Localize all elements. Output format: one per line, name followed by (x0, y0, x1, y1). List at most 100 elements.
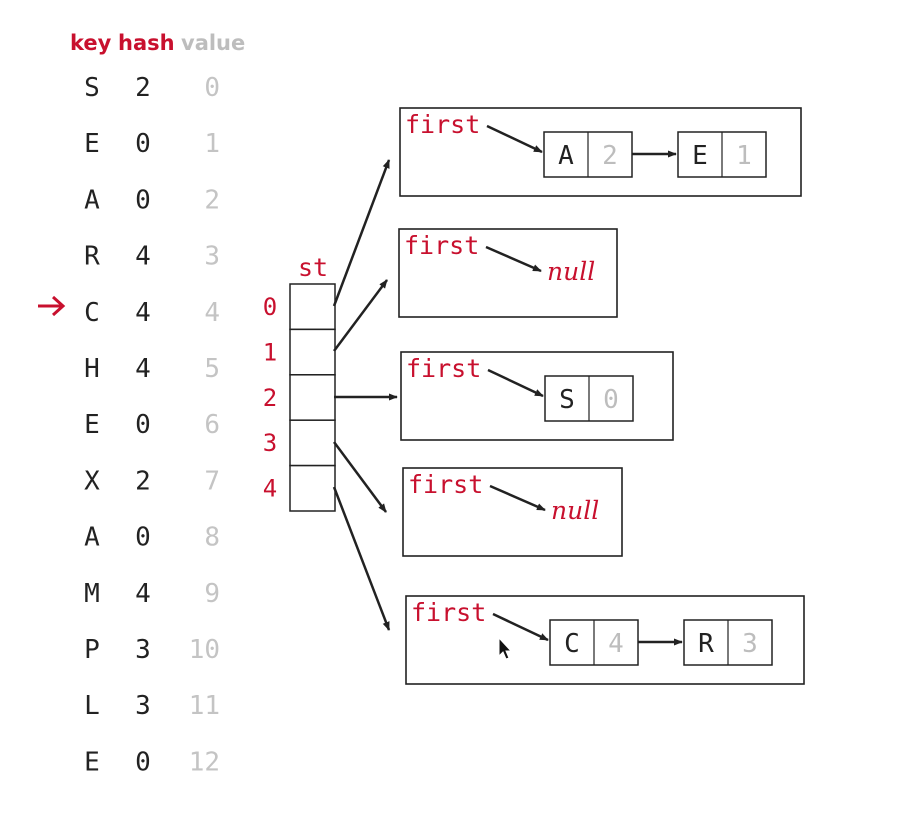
header-value: value (181, 31, 245, 55)
row-value: 5 (204, 354, 220, 384)
table-slot (289, 283, 336, 331)
input-row: H 4 5 (84, 354, 220, 384)
first-label: first (405, 110, 480, 139)
slot-index: 2 (263, 384, 277, 412)
node-key: C (564, 629, 580, 659)
row-key: C (84, 298, 100, 328)
input-row: X 2 7 (84, 466, 220, 496)
first-pointer (492, 612, 549, 642)
row-hash: 0 (135, 523, 151, 553)
chain-box (398, 228, 618, 318)
chain-box (400, 351, 674, 441)
node-value: 0 (603, 385, 619, 415)
input-row: E 0 1 (84, 129, 220, 159)
first-pointer (485, 245, 542, 273)
first-pointer (487, 368, 544, 398)
header-hash: hash (118, 31, 175, 55)
node-key: A (558, 141, 574, 171)
row-value: 12 (189, 747, 220, 777)
row-key: A (84, 523, 100, 553)
first-label: first (411, 598, 486, 627)
row-key: H (84, 354, 100, 384)
input-row: E 0 6 (84, 410, 220, 440)
row-hash: 0 (135, 747, 151, 777)
row-key: P (84, 635, 100, 665)
table-slot (289, 374, 336, 421)
input-row: A 0 8 (84, 523, 220, 553)
input-row: A 0 2 (84, 185, 220, 215)
row-hash: 0 (135, 185, 151, 215)
first-label: first (406, 354, 481, 383)
row-key: E (84, 410, 100, 440)
chain-1: first null (398, 228, 618, 318)
first-label: first (408, 470, 483, 499)
slot-pointers (332, 159, 398, 631)
row-key: R (84, 242, 100, 272)
row-key: M (84, 579, 100, 609)
row-hash: 4 (135, 354, 151, 384)
null-label: null (547, 257, 595, 286)
row-key: E (84, 747, 100, 777)
row-hash: 3 (135, 635, 151, 665)
node-value: 1 (736, 141, 752, 171)
first-label: first (404, 231, 479, 260)
row-value: 1 (204, 129, 220, 159)
input-row: E 0 12 (84, 747, 220, 777)
slot-index: 0 (263, 293, 277, 321)
chain-box (405, 595, 805, 685)
row-value: 8 (204, 523, 220, 553)
row-value: 9 (204, 579, 220, 609)
row-hash: 4 (135, 579, 151, 609)
input-row: C 4 4 (84, 298, 220, 328)
mouse-cursor-icon (498, 636, 513, 660)
row-value: 0 (204, 73, 220, 103)
row-hash: 0 (135, 129, 151, 159)
row-hash: 0 (135, 410, 151, 440)
row-key: A (84, 185, 100, 215)
slot-index: 4 (263, 475, 277, 503)
header-key: key (70, 31, 112, 55)
row-hash: 2 (135, 466, 151, 496)
slot-index: 1 (263, 338, 277, 366)
row-key: E (84, 129, 100, 159)
row-hash: 4 (135, 298, 151, 328)
row-key: X (84, 466, 100, 496)
hash-table-array: 0 1 2 3 4 (263, 283, 336, 512)
row-hash: 4 (135, 242, 151, 272)
node-key: R (698, 629, 714, 659)
slot-index: 3 (263, 429, 277, 457)
node-value: 4 (608, 629, 624, 659)
row-value: 7 (204, 466, 220, 496)
row-hash: 3 (135, 691, 151, 721)
row-value: 6 (204, 410, 220, 440)
row-value: 4 (204, 298, 220, 328)
table-slot (289, 419, 336, 467)
node-key: S (559, 385, 575, 415)
node-value: 3 (742, 629, 758, 659)
node-key: E (692, 141, 708, 171)
row-value: 11 (189, 691, 220, 721)
input-row: M 4 9 (84, 579, 220, 609)
first-pointer (489, 484, 546, 512)
node-value: 2 (602, 141, 618, 171)
row-hash: 2 (135, 73, 151, 103)
chain-box (402, 467, 623, 557)
row-value: 2 (204, 185, 220, 215)
first-pointer (486, 124, 543, 154)
current-row-arrow-icon (38, 295, 66, 317)
table-slot (289, 464, 336, 512)
table-label: st (298, 253, 328, 282)
